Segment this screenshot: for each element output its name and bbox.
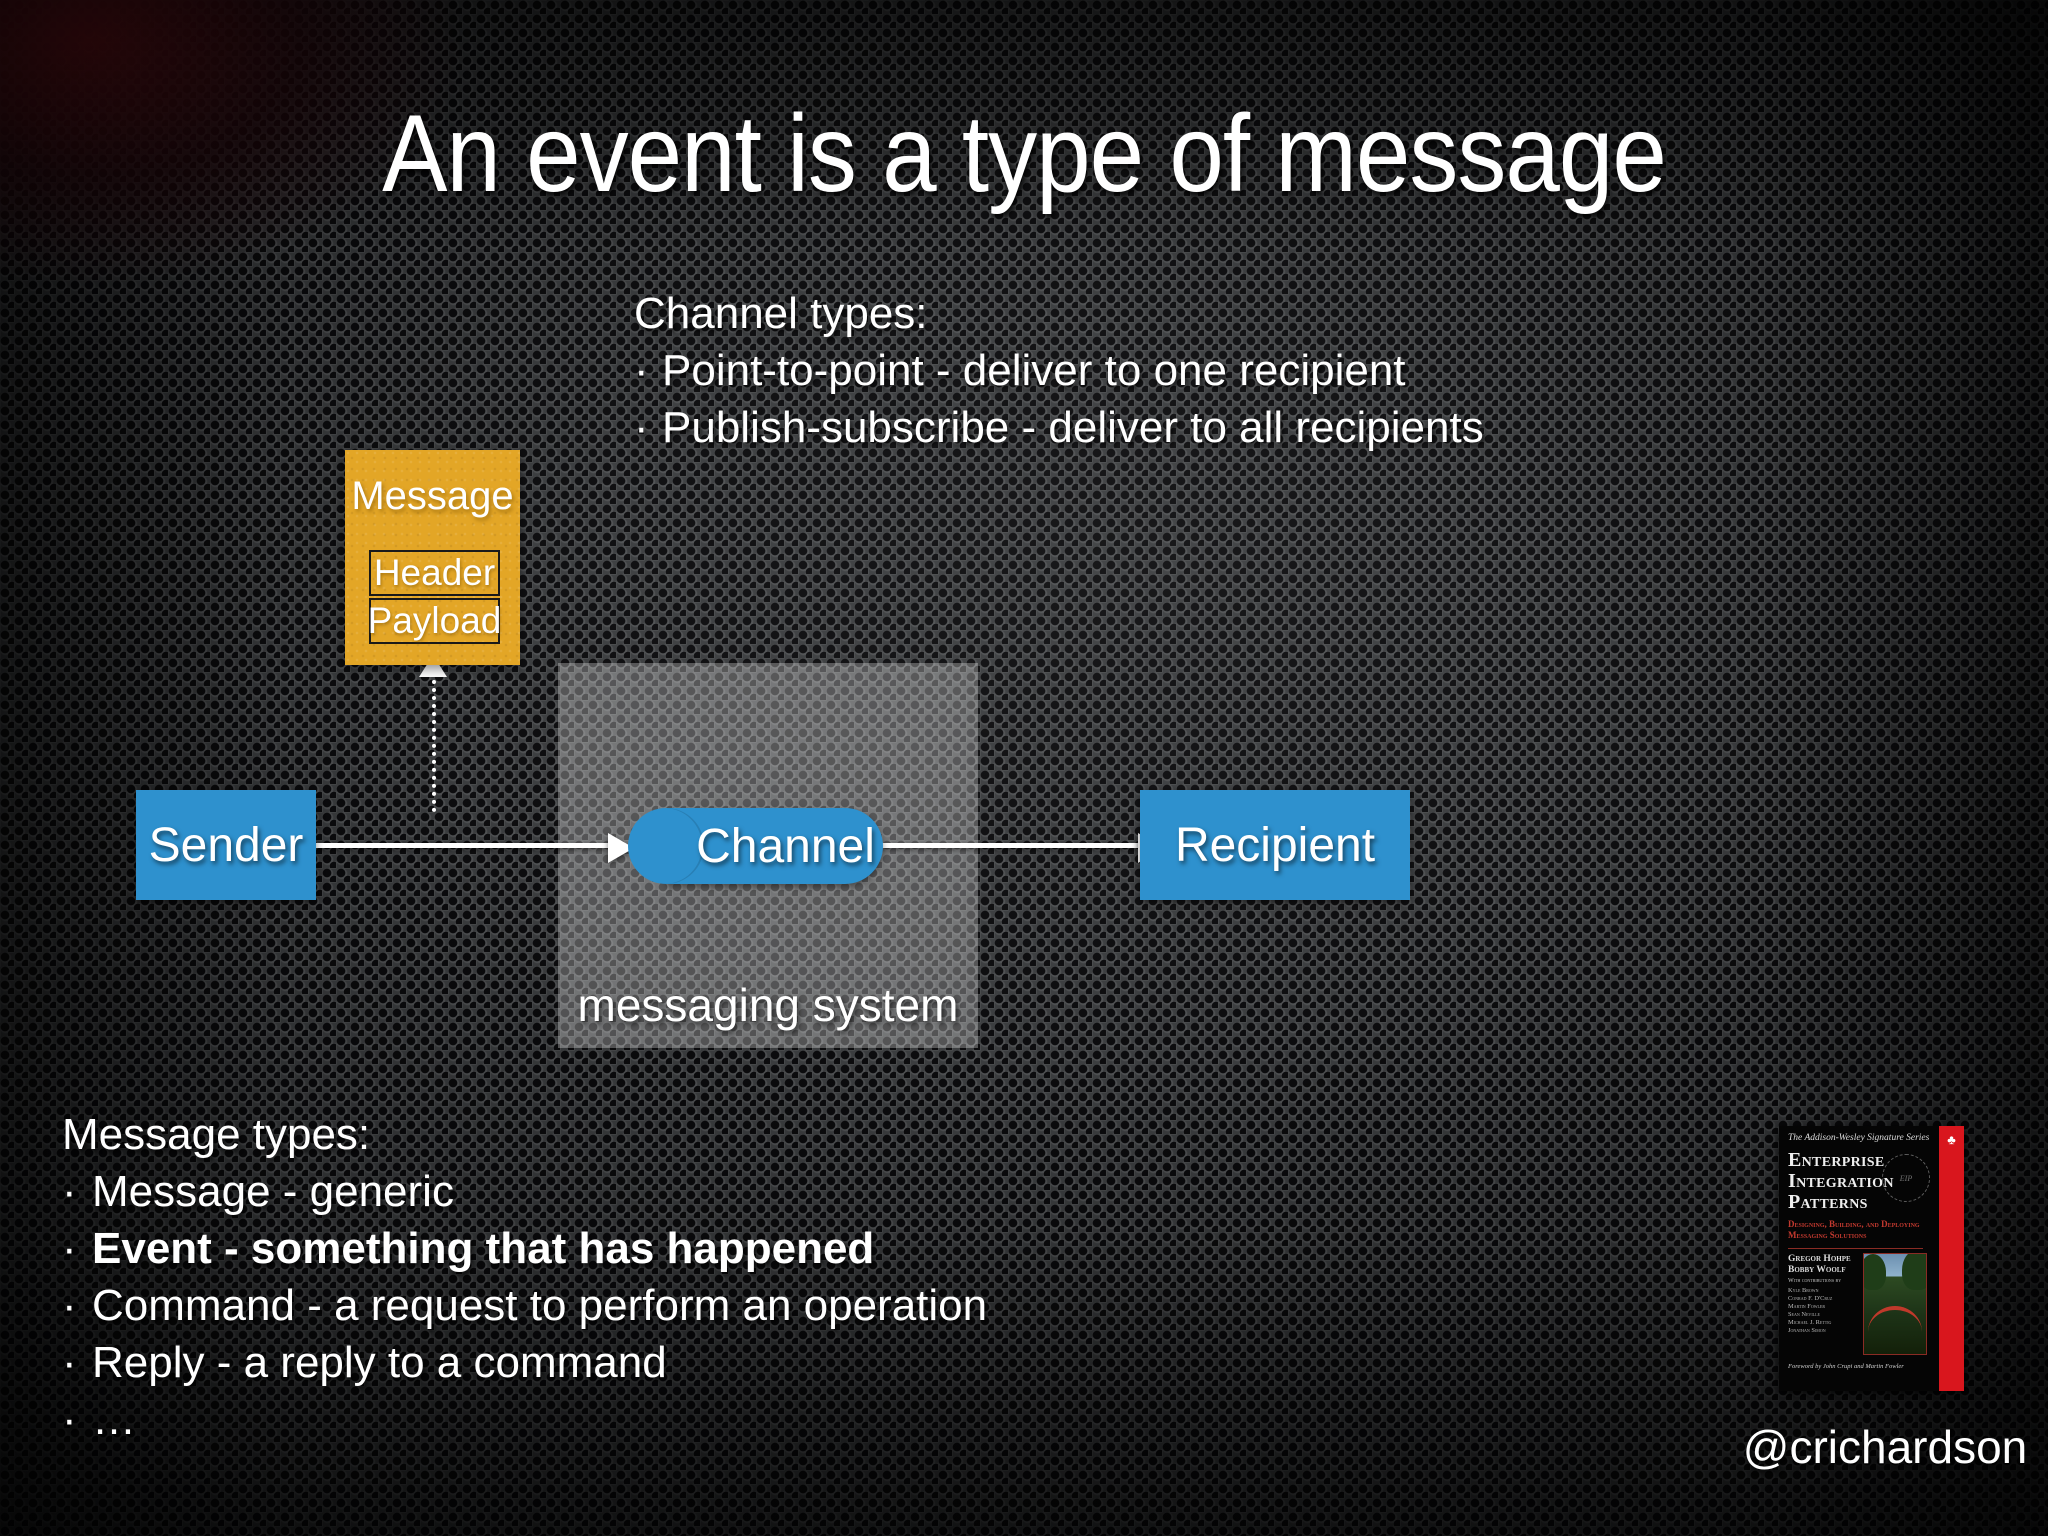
book-foreword-label: Foreword by John Crupi and Martin Fowler: [1788, 1363, 1904, 1370]
channel-types-item-1: · Publish-subscribe - deliver to all reci…: [634, 399, 1974, 456]
book-seal-icon: EIP: [1882, 1154, 1930, 1202]
bridge-icon: [1868, 1306, 1922, 1332]
bullet-glyph: ·: [62, 1167, 77, 1216]
message-types-item-1: · Event - something that has happened: [62, 1224, 1162, 1274]
message-types-item-2-label: Command - a request to perform an operat…: [92, 1281, 988, 1330]
twitter-handle: @crichardson: [1742, 1421, 2028, 1473]
channel-types-block: Channel types: · Point-to-point - deliver…: [634, 285, 1974, 456]
recipient-label: Recipient: [1174, 818, 1376, 872]
messaging-system-label: messaging system: [577, 979, 959, 1031]
recipient-node: Recipient: [1140, 790, 1410, 900]
message-node: Message Header Payload: [345, 450, 520, 665]
message-types-item-0-label: Message - generic: [92, 1167, 454, 1216]
message-types-item-4-label: …: [92, 1395, 136, 1444]
publisher-logo-icon: ♣: [1947, 1132, 1956, 1147]
bullet-glyph: ·: [62, 1338, 77, 1387]
message-types-block: Message types: · Message - generic · Event…: [62, 1110, 1162, 1452]
channel-cylinder-cap-icon: [628, 808, 704, 884]
book-series-label: The Addison-Wesley Signature Series: [1788, 1133, 1930, 1143]
bullet-glyph: ·: [62, 1395, 77, 1444]
book-divider: [1788, 1248, 1923, 1249]
channel-label: Channel: [696, 819, 875, 873]
message-callout-dotted-line: [432, 672, 436, 812]
arrow-channel-to-recipient-line: [880, 843, 1160, 848]
bullet-glyph: ·: [634, 346, 649, 395]
arrow-sender-to-channel-line: [314, 843, 622, 848]
message-types-item-3: · Reply - a reply to a command: [62, 1338, 1162, 1388]
message-types-item-1-label: Event - something that has happened: [92, 1224, 875, 1273]
book-title-label: Enterprise Integration Patterns: [1788, 1149, 1894, 1213]
message-payload-part: Payload: [368, 598, 501, 644]
message-types-item-0: · Message - generic: [62, 1167, 1162, 1217]
channel-types-item-0-label: Point-to-point - deliver to one recipien…: [662, 346, 1406, 395]
book-subtitle-label: Designing, Building, and Deploying Messa…: [1788, 1219, 1920, 1240]
message-types-heading: Message types:: [62, 1110, 371, 1159]
book-cover-image: The Addison-Wesley Signature Series Ente…: [1779, 1126, 1964, 1391]
book-authors-label: Gregor Hohpe Bobby Woolf: [1788, 1254, 1851, 1275]
book-cover-photo: [1863, 1253, 1927, 1355]
book-contributors-label: Kyle Brown Conrad F. D'Cruz Martin Fowle…: [1788, 1287, 1833, 1335]
book-spine: ♣: [1939, 1126, 1964, 1391]
tree-icon: [1864, 1254, 1886, 1290]
channel-types-item-0: · Point-to-point - deliver to one recipie…: [634, 342, 1974, 399]
bullet-glyph: ·: [634, 403, 649, 452]
sender-node: Sender: [136, 790, 316, 900]
channel-types-item-1-label: Publish-subscribe - deliver to all recip…: [662, 403, 1484, 452]
message-types-item-2: · Command - a request to perform an opera…: [62, 1281, 1162, 1331]
message-types-item-3-label: Reply - a reply to a command: [92, 1338, 667, 1387]
bullet-glyph: ·: [62, 1281, 77, 1330]
bullet-glyph: ·: [62, 1224, 77, 1273]
channel-node: Channel: [628, 808, 883, 884]
slide-title: An event is a type of message: [382, 91, 1667, 215]
tree-icon: [1902, 1254, 1926, 1290]
message-title-label: Message: [351, 474, 514, 518]
message-header-part: Header: [369, 550, 500, 596]
sender-label: Sender: [148, 818, 304, 872]
message-types-item-4: ·…: [62, 1395, 1162, 1445]
channel-types-heading: Channel types:: [634, 289, 928, 338]
book-contributors-heading: With contributions by: [1788, 1278, 1842, 1284]
